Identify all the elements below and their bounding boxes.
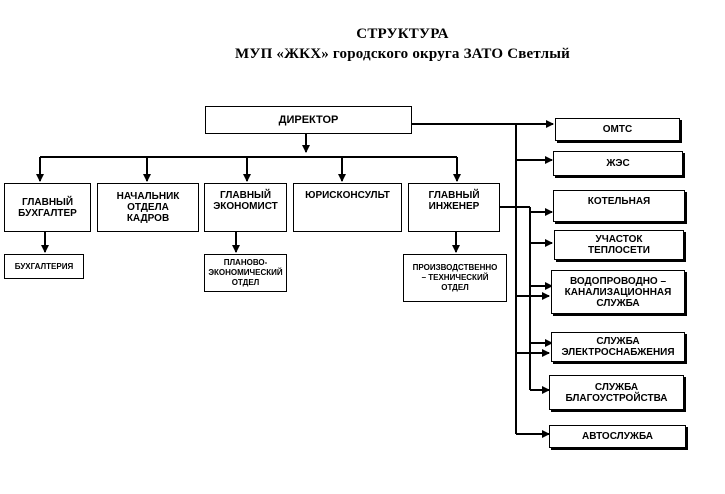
subdepartment-accounting: БУХГАЛТЕРИЯ <box>4 254 84 279</box>
chart-title: СТРУКТУРА <box>356 26 449 42</box>
department-chief-economist: ГЛАВНЫЙ ЭКОНОМИСТ <box>204 183 287 232</box>
department-hr-head: НАЧАЛЬНИК ОТДЕЛА КАДРОВ <box>97 183 199 232</box>
service-heating: УЧАСТОК ТЕПЛОСЕТИ <box>554 230 684 260</box>
department-chief-accountant: ГЛАВНЫЙ БУХГАЛТЕР <box>4 183 91 232</box>
service-water: ВОДОПРОВОДНО – КАНАЛИЗАЦИОННАЯ СЛУЖБА <box>551 270 685 314</box>
subdepartment-production: ПРОИЗВОДСТВЕННО – ТЕХНИЧЕСКИЙ ОТДЕЛ <box>403 254 507 302</box>
service-boiler: КОТЕЛЬНАЯ <box>553 190 685 222</box>
director-box: ДИРЕКТОР <box>205 106 412 134</box>
service-zhes: ЖЭС <box>553 151 683 176</box>
service-omts: ОМТС <box>555 118 680 141</box>
department-legal-counsel: ЮРИСКОНСУЛЬТ <box>293 183 402 232</box>
service-autoservice: АВТОСЛУЖБА <box>549 425 686 448</box>
service-power: СЛУЖБА ЭЛЕКТРОСНАБЖЕНИЯ <box>551 332 685 362</box>
department-chief-engineer: ГЛАВНЫЙ ИНЖЕНЕР <box>408 183 500 232</box>
subdepartment-planning: ПЛАНОВО- ЭКОНОМИЧЕСКИЙ ОТДЕЛ <box>204 254 287 292</box>
chart-subtitle: МУП «ЖКХ» городского округа ЗАТО Светлый <box>235 46 570 62</box>
service-landscaping: СЛУЖБА БЛАГОУСТРОЙСТВА <box>549 375 684 410</box>
